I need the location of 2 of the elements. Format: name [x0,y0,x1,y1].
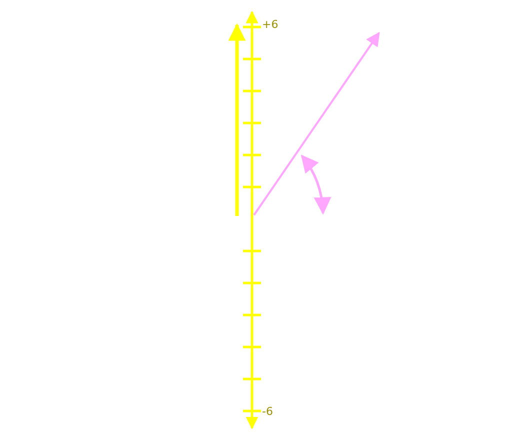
axis-label: +6 [262,19,278,31]
axis-label: -6 [262,406,273,418]
